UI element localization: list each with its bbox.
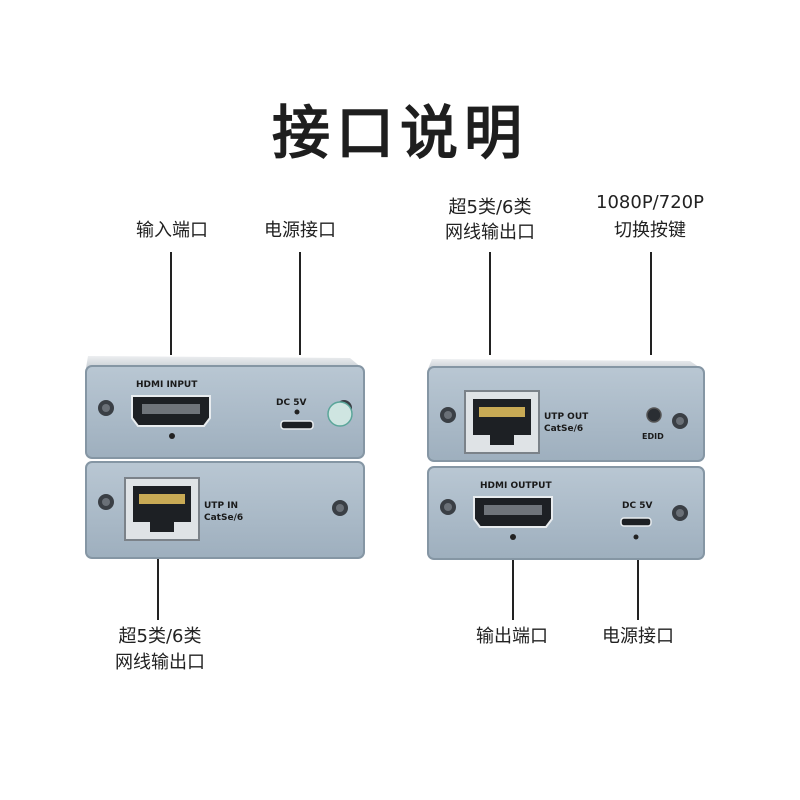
label-net-out-bottom-2: 网线输出口 xyxy=(115,652,205,673)
page-title: 接口说明 xyxy=(271,99,528,167)
micro-usb-port-icon xyxy=(620,517,652,527)
edid-button[interactable] xyxy=(646,407,662,423)
leader-input-port xyxy=(170,252,172,355)
dc-text: DC 5V xyxy=(276,398,306,408)
tx-top-panel xyxy=(85,365,365,459)
label-switch-2: 切换按键 xyxy=(614,220,686,241)
label-power-port-left: 电源接口 xyxy=(264,220,336,241)
utp-out-text: UTP OUT xyxy=(544,412,589,422)
leader-net-out-bottom xyxy=(157,545,159,620)
leader-power-right xyxy=(637,545,639,620)
leader-output-port xyxy=(512,545,514,620)
utp-cat-text: CatSe/6 xyxy=(544,424,583,434)
label-input-port: 输入端口 xyxy=(136,220,208,241)
leader-net-out-top xyxy=(489,252,491,355)
screw-icon xyxy=(672,505,688,521)
hdmi-input-text: HDMI INPUT xyxy=(136,380,198,390)
screw-icon xyxy=(98,400,114,416)
label-net-out-bottom-1: 超5类/6类 xyxy=(118,626,202,647)
screw-icon xyxy=(672,413,688,429)
utp-in-text: UTP IN xyxy=(204,501,238,511)
led-icon xyxy=(169,433,175,439)
utp-cat-text: CatSe/6 xyxy=(204,513,243,523)
label-net-out-top-1: 超5类/6类 xyxy=(448,197,532,218)
dc-text: DC 5V xyxy=(622,501,652,511)
label-switch-1: 1080P/720P xyxy=(596,192,704,213)
transmitter-device: HDMI INPUT DC 5V UTP IN CatSe/6 xyxy=(85,356,365,559)
screw-icon xyxy=(98,494,114,510)
micro-usb-port-icon xyxy=(280,420,314,430)
edid-text: EDID xyxy=(642,432,664,441)
label-net-out-top-2: 网线输出口 xyxy=(445,222,535,243)
receiver-device: UTP OUT CatSe/6 EDID HDMI OUTPUT DC 5V xyxy=(427,359,705,560)
screw-icon xyxy=(440,407,456,423)
rx-bottom-panel xyxy=(427,466,705,560)
leader-power-left xyxy=(299,252,301,355)
hdmi-output-text: HDMI OUTPUT xyxy=(480,481,552,491)
screw-icon xyxy=(332,500,348,516)
sticker-icon xyxy=(327,401,353,427)
label-power-port-right: 电源接口 xyxy=(602,626,674,647)
label-output-port: 输出端口 xyxy=(476,626,548,647)
led-icon xyxy=(510,534,516,540)
screw-icon xyxy=(440,499,456,515)
leader-switch xyxy=(650,252,652,355)
